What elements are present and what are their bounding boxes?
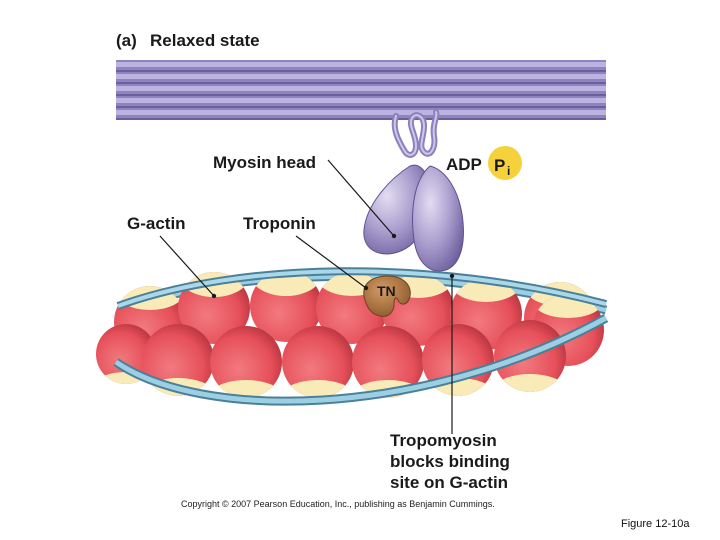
myosin-thick-filament: [116, 60, 606, 120]
myosin-head-label: Myosin head: [213, 153, 316, 172]
pi-label: P: [494, 156, 505, 175]
g-actin-label: G-actin: [127, 214, 186, 233]
troponin-leader: [295, 235, 367, 289]
myosin-head: [363, 164, 464, 272]
adp-label: ADP: [446, 155, 482, 174]
troponin-complex: [363, 275, 411, 317]
myosin-head-leader: [327, 159, 395, 237]
g-actin-leader: [159, 235, 215, 297]
pi-subscript: i: [507, 164, 510, 178]
troponin-tn-label: TN: [377, 283, 396, 299]
panel-letter: (a): [116, 31, 137, 50]
troponin-label: Troponin: [243, 214, 316, 233]
tropomyosin-label-line2: blocks binding: [390, 452, 510, 471]
copyright-notice: Copyright © 2007 Pearson Education, Inc.…: [181, 499, 495, 509]
pi-marker: [488, 146, 522, 180]
panel-title: Relaxed state: [150, 31, 260, 50]
tropomyosin-label-line1: Tropomyosin: [390, 431, 497, 450]
figure-reference: Figure 12-10a: [621, 518, 690, 530]
tropomyosin-label-line3: site on G-actin: [390, 473, 508, 492]
